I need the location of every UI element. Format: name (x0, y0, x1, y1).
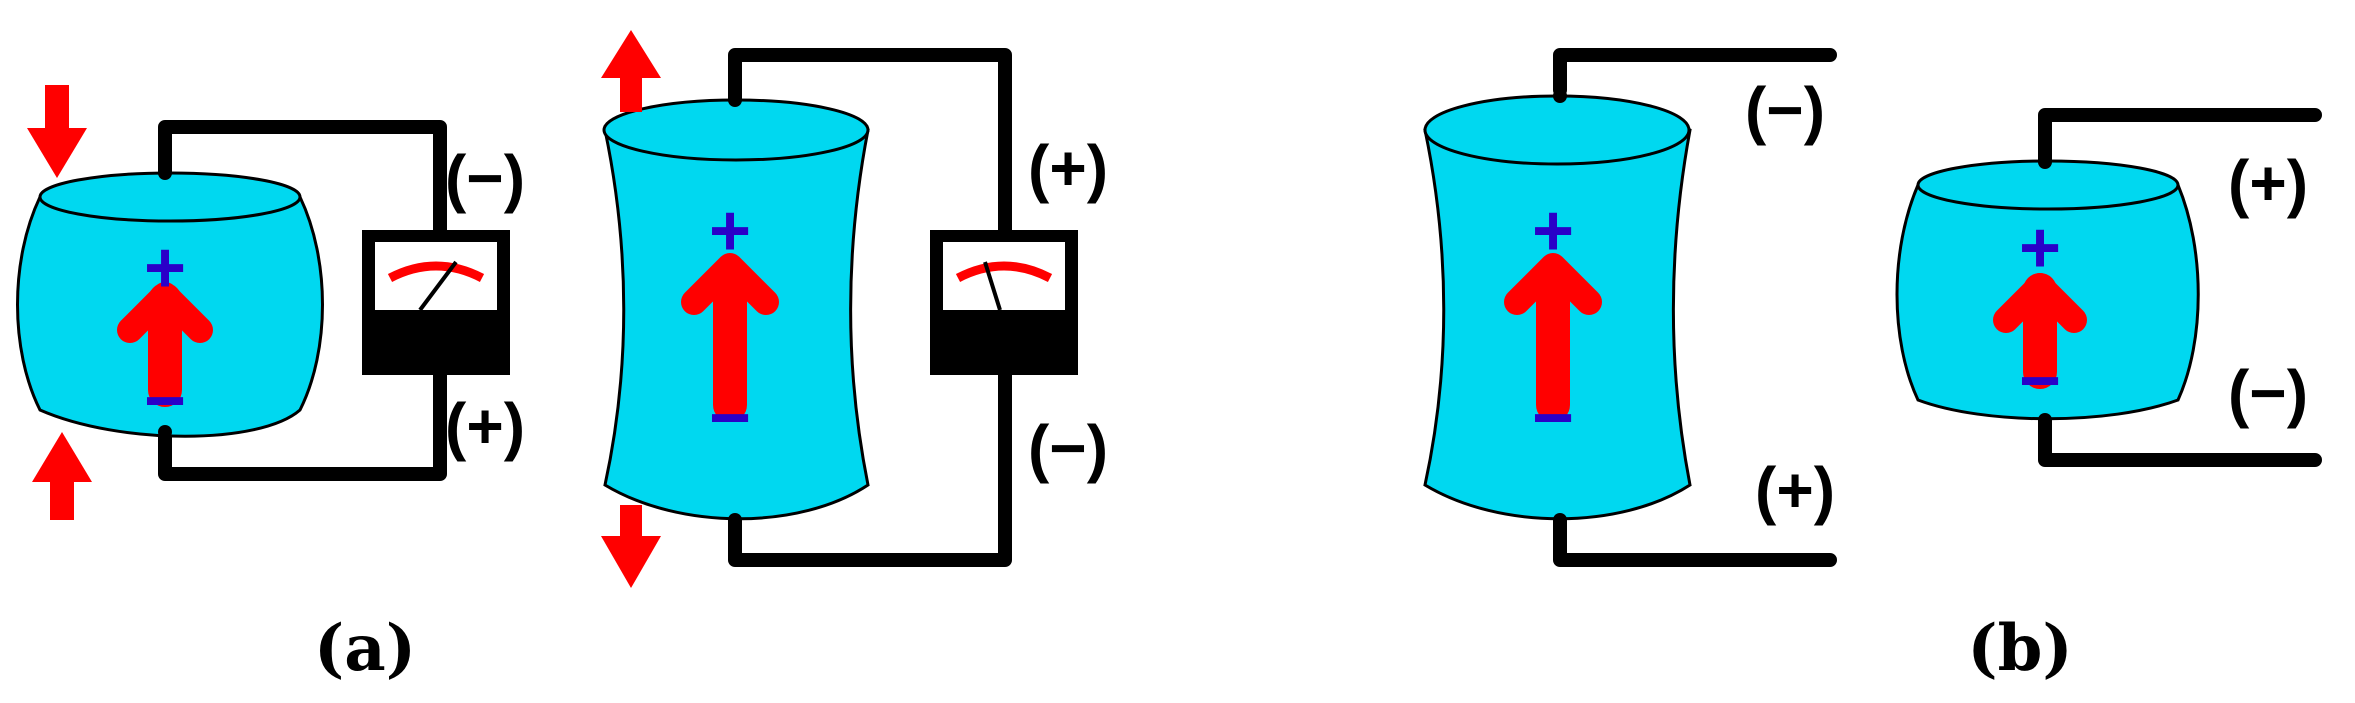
wire-bottom (1553, 513, 1837, 567)
panel-a-compressed: + − (−) (+) (16, 85, 525, 520)
plus-sign: + (709, 191, 751, 271)
plus-sign: + (144, 228, 186, 308)
compress-arrow-icon (27, 85, 87, 178)
terminal-label-bottom: (+) (445, 390, 525, 462)
wire-top (1553, 48, 1837, 97)
wire-bottom (158, 375, 447, 481)
terminal-label-top: (+) (1028, 132, 1108, 204)
wire-bottom (2038, 413, 2322, 467)
plus-sign: + (2019, 208, 2061, 288)
terminal-label-bottom: (−) (1028, 412, 1108, 484)
terminal-label-bottom: (+) (1755, 454, 1835, 526)
compress-arrow-icon (32, 432, 92, 520)
wire-top (728, 48, 1012, 230)
plus-sign: + (1532, 191, 1574, 271)
minus-sign: − (144, 361, 186, 441)
minus-sign: − (1532, 378, 1574, 458)
terminal-dot (2038, 413, 2052, 427)
terminal-dot (2038, 155, 2052, 169)
voltmeter-icon (362, 230, 510, 375)
terminal-dot (1553, 89, 1567, 103)
panel-b-stretched: + − (−) (+) (1423, 48, 1837, 567)
stretch-arrow-icon (601, 505, 661, 588)
panel-b-compressed: + − (+) (−) (1895, 108, 2322, 467)
panel-a-caption: (a) (314, 611, 416, 686)
polarization-arrow-icon (681, 253, 779, 422)
terminal-label-top: (−) (445, 142, 525, 214)
terminal-dot (728, 93, 742, 107)
stretch-arrow-icon (601, 30, 661, 112)
cylinder-top-face (602, 98, 870, 162)
terminal-label-bottom: (−) (2228, 357, 2308, 429)
terminal-label-top: (+) (2228, 147, 2308, 219)
panel-b-caption: (b) (1967, 611, 2072, 686)
wire-top (2038, 108, 2322, 167)
minus-sign: − (709, 378, 751, 458)
terminal-label-top: (−) (1745, 74, 1825, 146)
wire-bottom (728, 375, 1012, 567)
panel-a-stretched: + − (+) (−) (601, 30, 1108, 588)
polarization-arrow-icon (1993, 273, 2087, 389)
voltmeter-icon (930, 230, 1078, 375)
polarization-arrow-icon (1504, 253, 1602, 422)
cylinder-top-face (38, 171, 302, 223)
terminal-dot (728, 513, 742, 527)
terminal-dot (1553, 513, 1567, 527)
polarization-arrow-icon (117, 282, 213, 407)
minus-sign: − (2019, 341, 2061, 421)
terminal-dot (158, 425, 172, 439)
terminal-dot (158, 166, 172, 180)
wire-top (158, 120, 447, 230)
cylinder-top-face (1423, 94, 1691, 166)
